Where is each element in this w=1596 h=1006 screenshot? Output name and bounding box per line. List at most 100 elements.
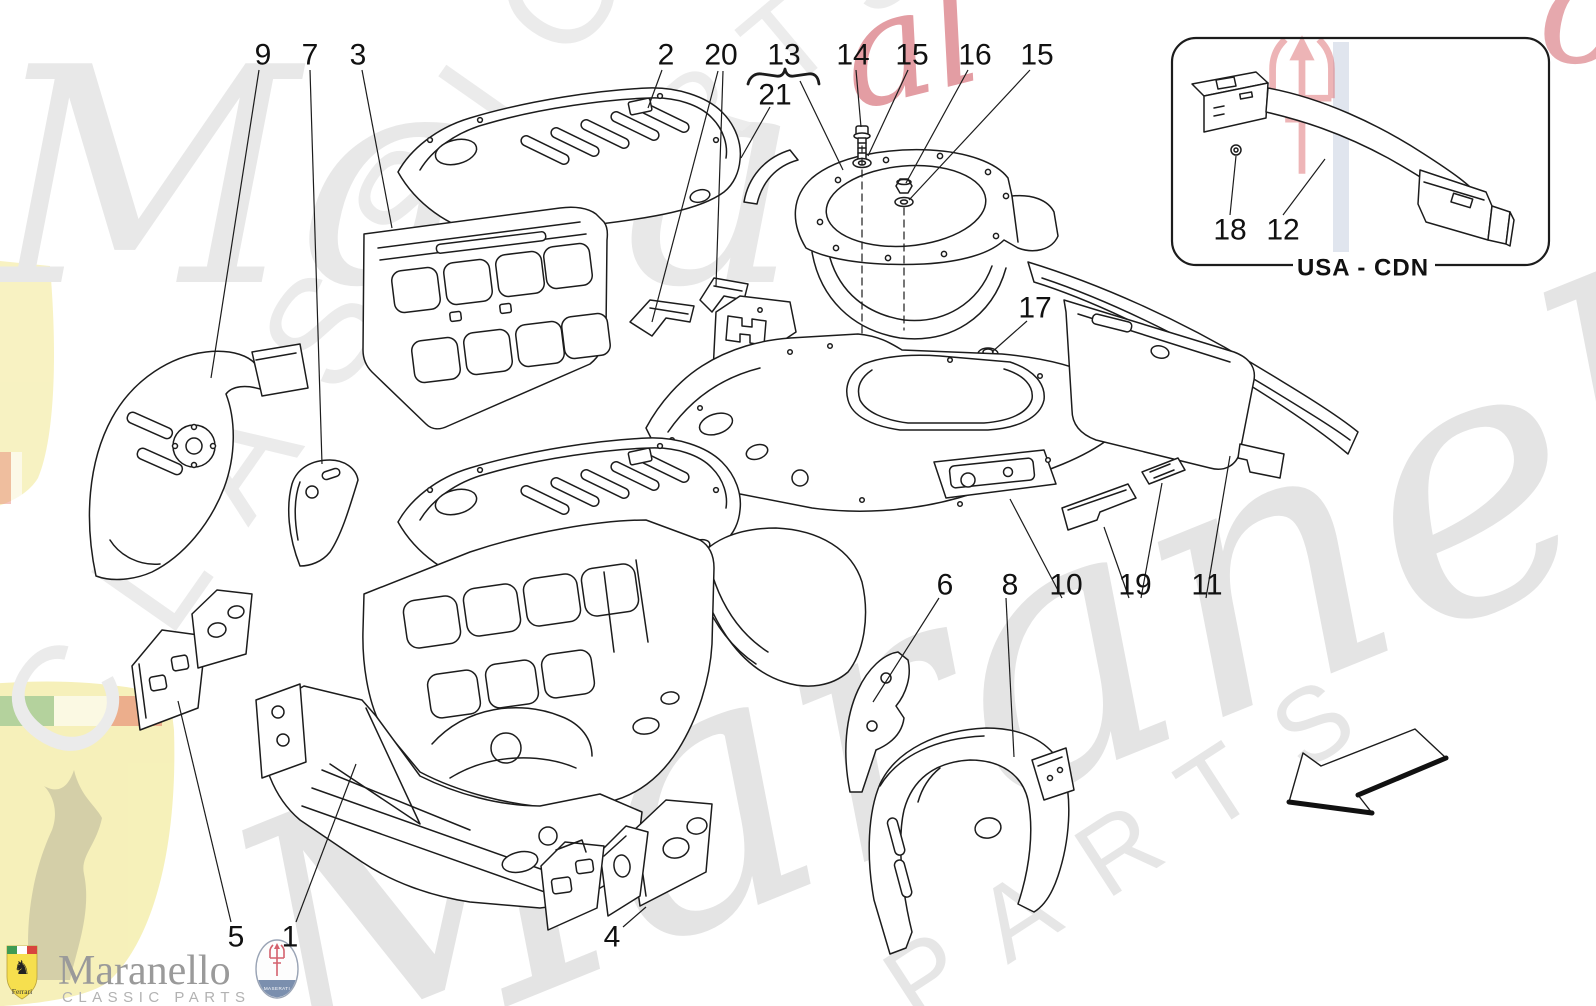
line-art-detail (543, 242, 593, 290)
inset-box-usa-cdn: USA - CDN (1170, 36, 1551, 282)
line-art-detail (882, 156, 890, 164)
line-art-detail (190, 423, 198, 431)
footer-branding: ♞ Ferrari Maranello CLASSIC PARTS MASERA… (6, 939, 299, 1006)
line-art-detail (6, 945, 38, 1000)
line-art-detail (1036, 372, 1044, 380)
line-art-detail (449, 757, 577, 779)
line-art-detail (1063, 299, 1256, 470)
prancing-horse-watermark (28, 770, 102, 980)
line-art-detail (1031, 747, 1075, 801)
callout-label-15: 15 (1020, 39, 1053, 72)
line-art-detail (1215, 76, 1237, 90)
line-art-detail (656, 92, 664, 100)
leader-line (1005, 597, 1015, 758)
callout-label-18: 18 (1213, 214, 1246, 247)
part-12-impact-beam (1191, 71, 1515, 247)
callout-label-15: 15 (895, 39, 928, 72)
line-art-detail (984, 168, 992, 176)
caption-mask (1293, 252, 1435, 282)
part-20-bracket-a (629, 299, 695, 337)
callout-label-4: 4 (604, 921, 621, 954)
line-art-detail (17, 946, 27, 954)
leader-line (872, 597, 940, 703)
leader-line (991, 320, 1028, 353)
line-art-detail (255, 683, 307, 779)
line-art-detail (868, 727, 1070, 955)
line-art-detail (305, 485, 319, 499)
line-art-detail (1037, 756, 1063, 767)
assembly-centerline-dashed (861, 145, 905, 373)
leader-line (210, 69, 260, 379)
line-art-detail (580, 119, 630, 149)
line-art-detail (227, 605, 245, 619)
callout-label-12: 12 (1266, 214, 1299, 247)
line-art-detail (858, 496, 866, 504)
line-art-detail (857, 368, 1033, 424)
line-art-detail (294, 481, 301, 541)
line-art-detail (443, 258, 493, 306)
line-art-detail (522, 573, 582, 627)
line-art-detail (574, 858, 595, 875)
line-art-detail (1237, 443, 1285, 479)
line-art-detail (550, 876, 573, 895)
line-art-detail (1149, 463, 1175, 479)
prancing-horse-icon: ♞ (13, 958, 30, 979)
line-art-detail (1150, 345, 1170, 359)
callout-label-6: 6 (937, 569, 954, 602)
line-art-detail (538, 826, 558, 846)
line-art-detail (580, 563, 640, 617)
line-art-detail (1289, 35, 1315, 61)
line-art-detail (1011, 195, 1019, 243)
line-art-detail (886, 817, 906, 856)
line-art-detail (0, 696, 54, 726)
line-art-detail (893, 859, 913, 898)
watermark-blue-band (1333, 42, 1349, 264)
line-art-detail (520, 135, 570, 165)
line-art-detail (713, 285, 743, 292)
line-art-detail (170, 654, 190, 672)
line-art-detail (845, 651, 910, 793)
line-art-detail (629, 299, 695, 337)
callout-13-brace (746, 67, 821, 86)
line-art-detail (1238, 91, 1254, 100)
line-art-detail (917, 767, 941, 803)
callout-label-11: 11 (1191, 569, 1222, 602)
line-art-detail (992, 232, 1000, 240)
line-art-detail (148, 674, 168, 692)
leader-line (799, 80, 844, 171)
watermark-text-red-o: o (1538, 0, 1596, 98)
leader-line (740, 106, 771, 159)
line-art-detail (1423, 181, 1485, 201)
line-art-detail (610, 111, 660, 141)
leader-line (905, 69, 969, 184)
line-art-detail (435, 231, 547, 254)
line-art-detail (829, 257, 993, 322)
leader-line (867, 69, 909, 157)
leader-line (908, 69, 1031, 201)
line-art-detail (462, 583, 522, 637)
line-art-detail (1505, 211, 1515, 247)
line-art-detail (1067, 489, 1127, 511)
callout-label-21: 21 (758, 79, 791, 112)
line-art-detail (256, 980, 298, 998)
part-4-panels (540, 799, 713, 931)
line-art-detail (662, 837, 690, 859)
line-art-detail (689, 188, 711, 204)
leader-line (855, 69, 862, 128)
line-art-detail (757, 307, 763, 313)
line-art-detail (613, 854, 631, 878)
line-art-detail (449, 310, 463, 323)
line-art-detail (0, 681, 175, 1006)
line-art-detail (434, 138, 478, 166)
line-art-detail (632, 717, 660, 735)
line-art-detail (138, 663, 147, 719)
line-art-detail (550, 127, 600, 157)
part-13-spare-wheel-well (794, 148, 1059, 340)
callout-label-13: 13 (767, 39, 800, 72)
line-art-detail (712, 136, 720, 144)
line-art-detail (667, 367, 761, 433)
line-art-detail (686, 817, 708, 835)
line-art-detail (884, 254, 892, 262)
line-art-detail (1233, 147, 1239, 153)
